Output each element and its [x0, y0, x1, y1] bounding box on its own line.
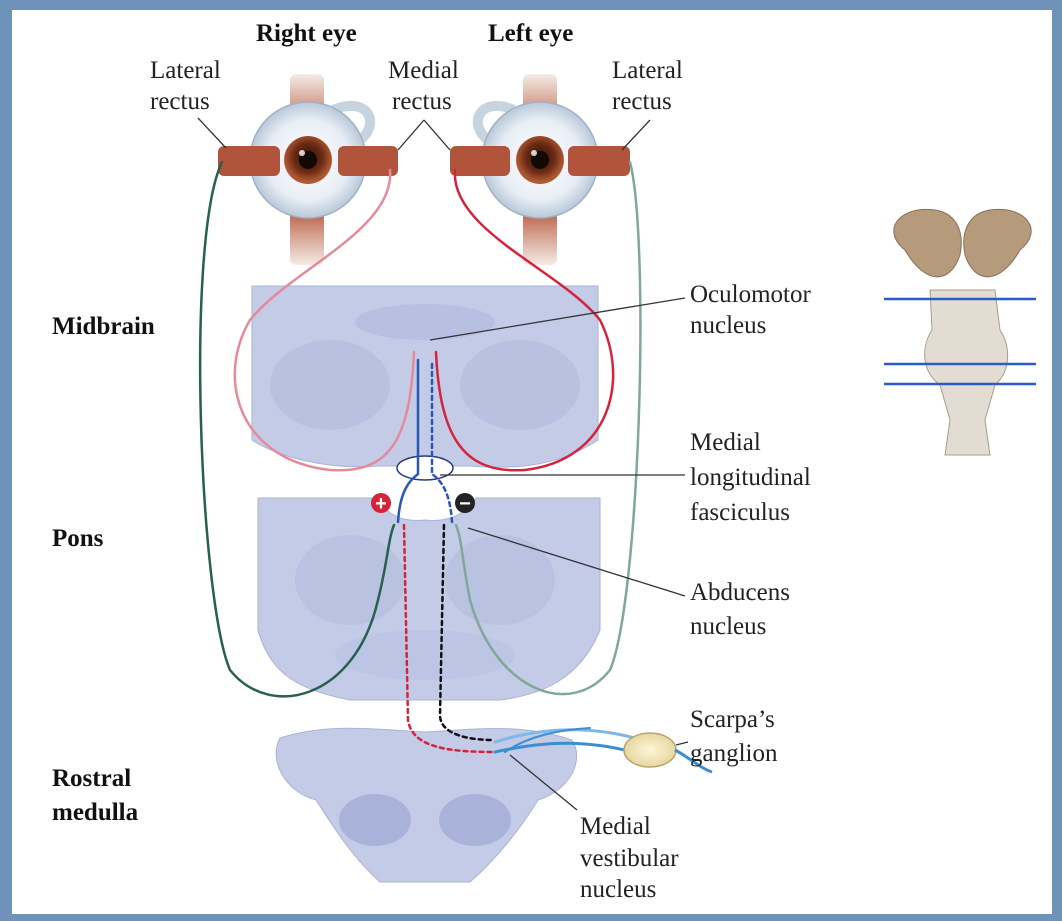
label-mvn-3: nucleus [580, 876, 656, 903]
scarpas-ganglion-shape [624, 733, 676, 767]
inset-right-hemisphere [964, 209, 1031, 277]
heading-left-eye: Left eye [488, 20, 573, 47]
label-mlf-2: longitudinal [690, 464, 811, 491]
mlf-marker-ellipse [397, 456, 453, 480]
midbrain-section [252, 286, 598, 480]
label-oculomotor-2: nucleus [690, 312, 766, 339]
inhibitory-sign-text: − [459, 493, 471, 515]
label-mvn-1: Medial [580, 813, 651, 840]
label-medial-rectus-2: rectus [392, 88, 452, 115]
left-eye [450, 74, 630, 265]
label-scarpa-1: Scarpa’s [690, 706, 775, 733]
region-rostral-medulla-2: medulla [52, 799, 139, 826]
label-lateral-rectus-left-2: rectus [612, 88, 672, 115]
label-lateral-rectus-left-1: Lateral [612, 57, 683, 84]
label-mlf-1: Medial [690, 429, 761, 456]
label-abducens-1: Abducens [690, 579, 790, 606]
medulla-section [276, 728, 577, 882]
label-lateral-rectus-right-1: Lateral [150, 57, 221, 84]
lateral-rectus-left-muscle [568, 146, 630, 176]
label-lateral-rectus-right-2: rectus [150, 88, 210, 115]
right-eye [218, 74, 398, 265]
right-eye-highlight [299, 150, 305, 156]
lateral-rectus-right-muscle [218, 146, 280, 176]
left-eye-highlight [531, 150, 537, 156]
label-mlf-3: fasciculus [690, 499, 790, 526]
label-abducens-2: nucleus [690, 613, 766, 640]
brainstem-inset [884, 209, 1036, 455]
inset-left-hemisphere [894, 209, 961, 277]
inset-brainstem [925, 290, 1008, 455]
region-rostral-medulla-1: Rostral [52, 765, 131, 792]
region-midbrain: Midbrain [52, 313, 155, 340]
excitatory-sign-text: + [375, 493, 387, 515]
medial-rectus-left-muscle [450, 146, 510, 176]
label-scarpa-2: ganglion [690, 740, 778, 767]
label-oculomotor-1: Oculomotor [690, 281, 811, 308]
region-pons: Pons [52, 525, 104, 552]
label-medial-rectus-1: Medial [388, 57, 459, 84]
label-mvn-2: vestibular [580, 845, 679, 872]
pons-section [258, 498, 600, 700]
heading-right-eye: Right eye [256, 20, 357, 47]
